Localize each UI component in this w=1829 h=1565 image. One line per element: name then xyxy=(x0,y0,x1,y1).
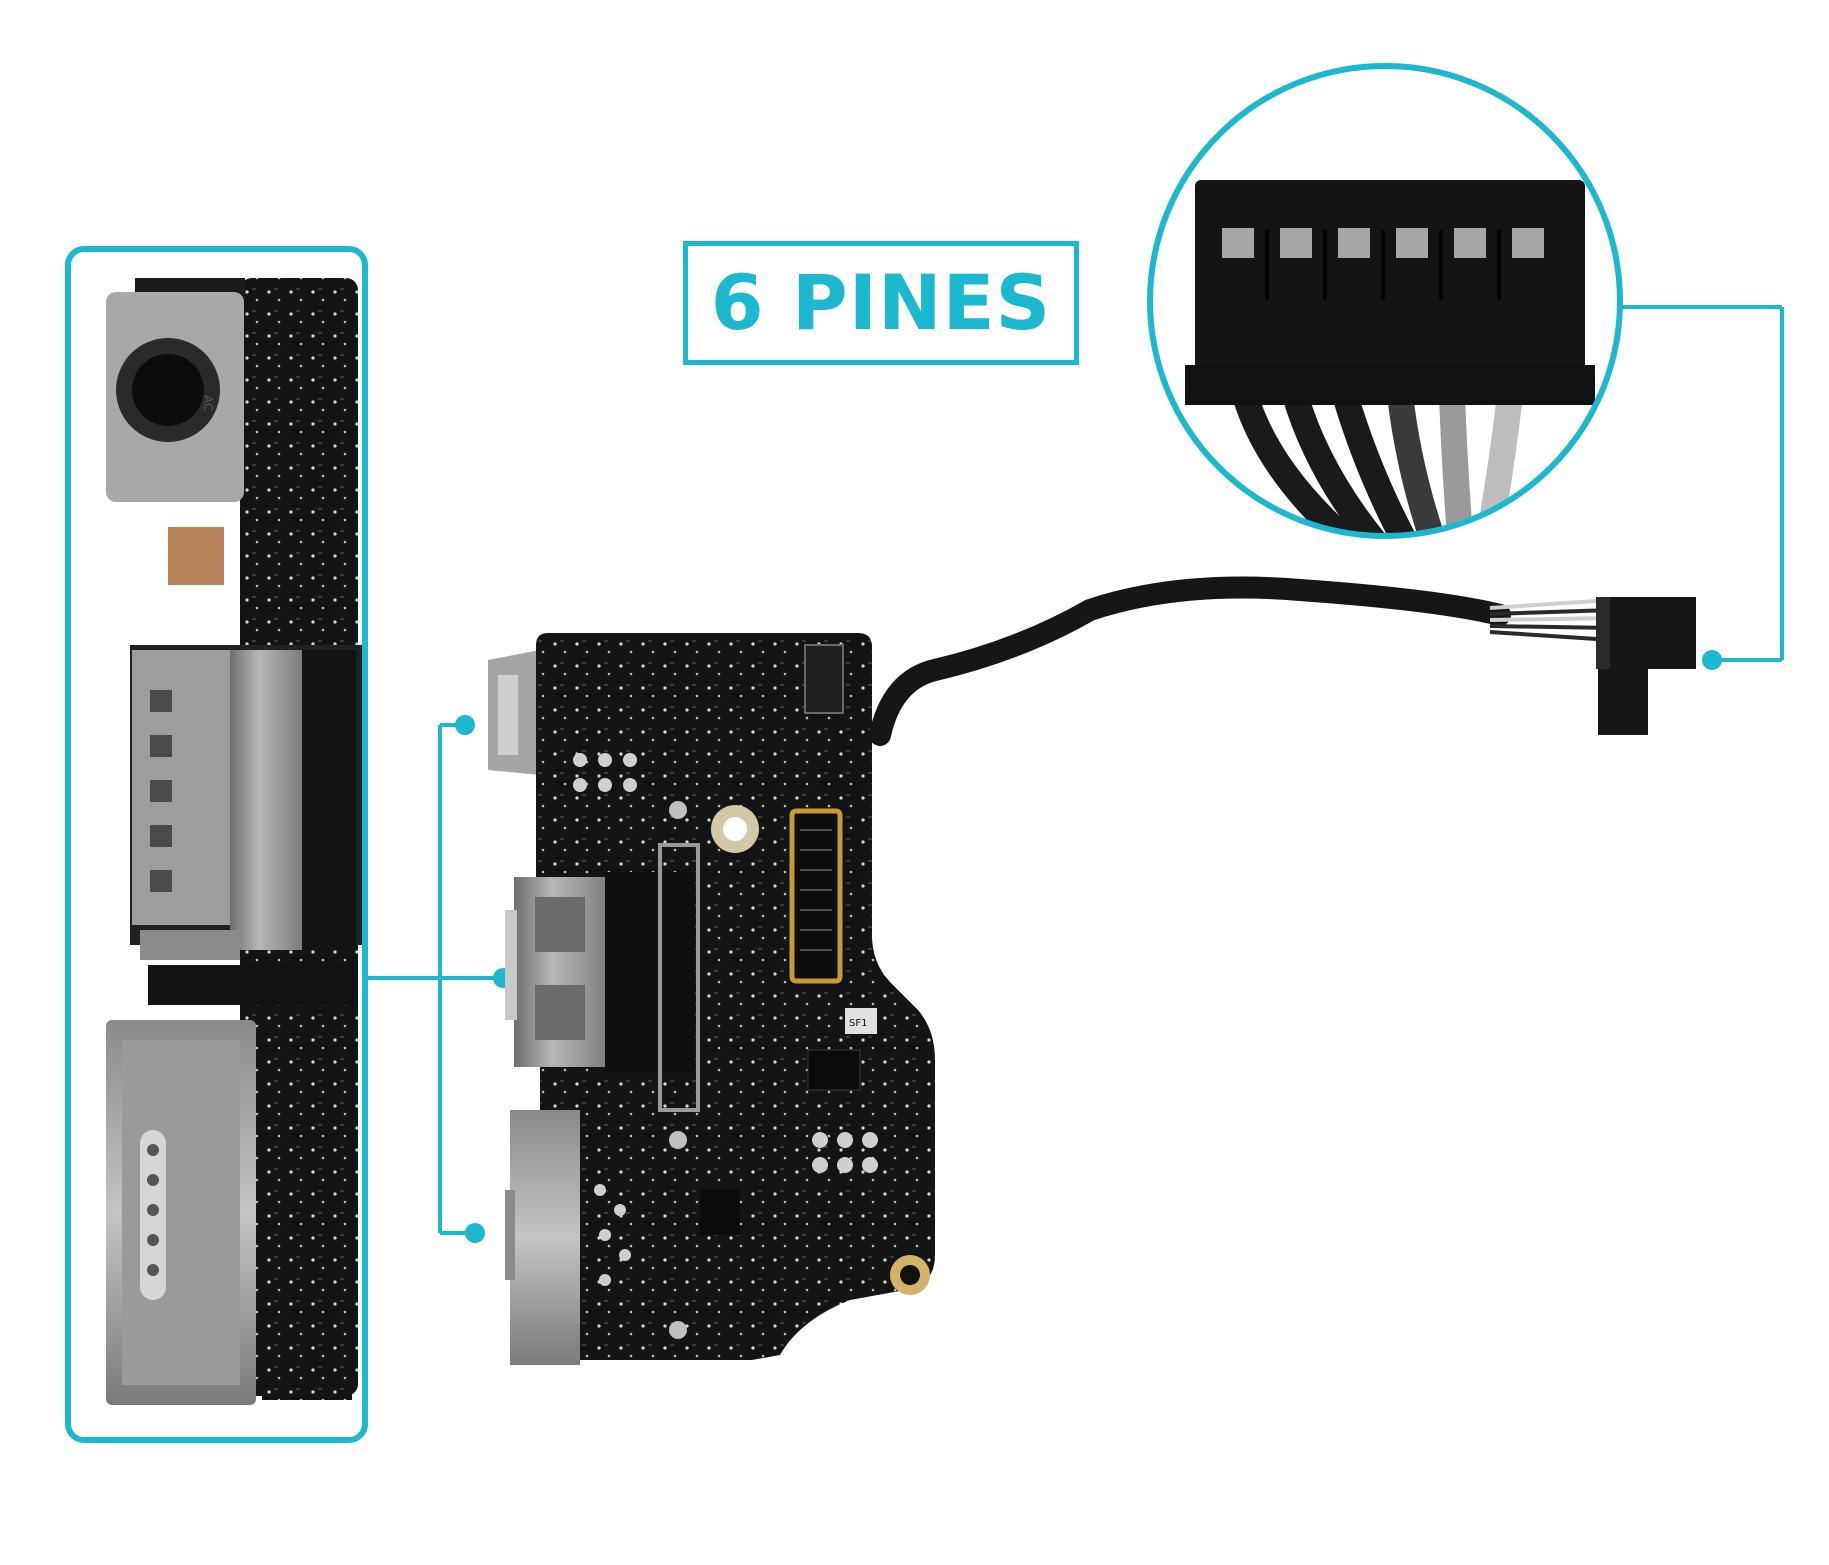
magsafe-port-side xyxy=(106,1020,352,1405)
side-view-panel: AC xyxy=(65,246,368,1443)
ac-marking: AC xyxy=(201,395,215,411)
callout-lines-left xyxy=(365,723,503,1235)
usb-port xyxy=(505,843,700,1112)
usb-port-side xyxy=(130,645,362,960)
zoom-detail xyxy=(1147,63,1623,539)
flex-connector xyxy=(789,808,843,984)
copper-tab xyxy=(168,527,224,585)
sf1-chip xyxy=(845,1008,877,1034)
pin-count-label-box: 6 PINES xyxy=(683,241,1079,365)
callout-line-right xyxy=(1616,305,1784,662)
cable xyxy=(869,576,1613,746)
pin-row xyxy=(1222,228,1544,258)
callout-dot-right xyxy=(1702,650,1722,670)
magsafe-port xyxy=(505,1110,580,1365)
sf1-marking: SF1 xyxy=(849,1018,867,1029)
six-pin-connector xyxy=(1596,597,1696,735)
pin-count-label: 6 PINES xyxy=(710,258,1052,347)
ac-jack-side: AC xyxy=(106,278,245,502)
io-board: SF1 xyxy=(488,633,935,1365)
